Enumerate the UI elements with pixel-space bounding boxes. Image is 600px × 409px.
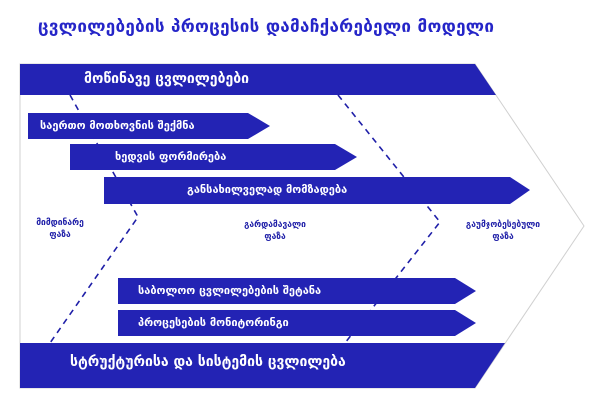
phase-transitional-line-2: ფაზა: [264, 232, 286, 242]
phase-label-transitional: გარდამავალი ფაზა: [225, 219, 325, 243]
top-band: [20, 64, 496, 95]
top-band-label: მოწინავე ცვლილებები: [84, 71, 250, 87]
upper-arrow-label-2: ხედვის ფორმირება: [115, 150, 227, 163]
lower-arrow-label-1: საბოლოო ცვლილებების შეტანა: [138, 284, 322, 297]
bottom-band: [20, 343, 505, 388]
lower-arrow-1: [118, 278, 476, 304]
phase-improved-line-1: გაუმჯობესებული: [465, 220, 541, 230]
phase-current-line-2: ფაზა: [49, 230, 71, 240]
bottom-band-label: სტრუქტურისა და სისტემის ცვლილება: [70, 354, 346, 370]
phase-transitional-line-1: გარდამავალი: [244, 220, 306, 230]
upper-arrow-label-3: განსახილველად მომზადება: [187, 183, 348, 196]
lower-arrow-2: [118, 310, 476, 336]
upper-arrow-3: [104, 177, 530, 204]
phase-current-line-1: მიმდინარე: [36, 218, 84, 228]
phase-label-current: მიმდინარე ფაზა: [22, 217, 98, 241]
lower-arrow-label-2: პროცესების მონიტორინგი: [138, 316, 289, 329]
upper-arrow-2: [70, 144, 357, 170]
phase-label-improved: გაუმჯობესებული ფაზა: [448, 219, 558, 243]
upper-arrow-label-1: საერთო მოთხოვნის შექმნა: [40, 119, 195, 132]
diagram-title: ცვლილებების პროცესის დამაჩქარებელი მოდელ…: [38, 17, 495, 37]
phase-improved-line-2: ფაზა: [492, 232, 514, 242]
upper-arrow-1: [28, 113, 270, 139]
